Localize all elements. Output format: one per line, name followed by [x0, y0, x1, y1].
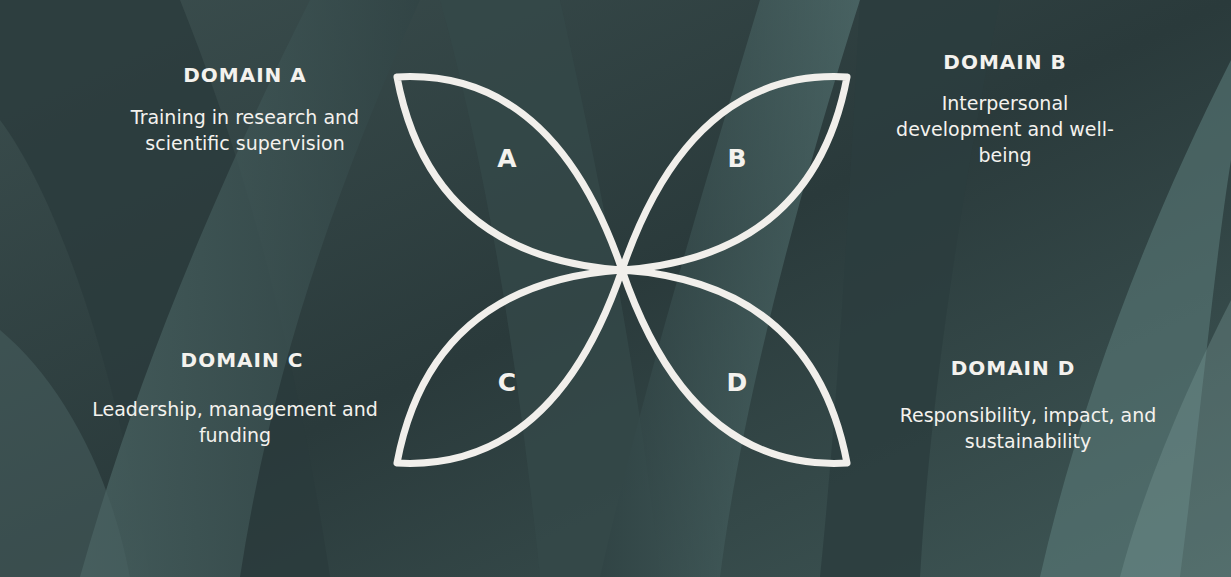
- domain-description: Interpersonal development and well-being: [880, 90, 1130, 168]
- domain-description: Training in research and scientific supe…: [95, 104, 395, 156]
- domain-description: Leadership, management and funding: [85, 396, 385, 448]
- domain-heading: DOMAIN A: [95, 62, 395, 88]
- petal-node: D: [618, 266, 851, 467]
- domain-heading: DOMAIN B: [865, 49, 1145, 75]
- domain-letter: B: [727, 144, 746, 173]
- domain-heading: DOMAIN C: [92, 347, 392, 373]
- petal-outline: [393, 266, 626, 467]
- domain-letter: D: [727, 368, 748, 397]
- petal-outline: [618, 266, 851, 467]
- domain-letter: A: [497, 144, 516, 173]
- domain-heading: DOMAIN D: [863, 355, 1163, 381]
- petal-node: C: [393, 266, 626, 467]
- domain-description: Responsibility, impact, and sustainabili…: [863, 402, 1193, 454]
- petal-outline: [618, 73, 851, 274]
- petal-node: A: [393, 73, 626, 274]
- petal-outline: [393, 73, 626, 274]
- domain-letter: C: [498, 368, 516, 397]
- petal-node: B: [618, 73, 851, 274]
